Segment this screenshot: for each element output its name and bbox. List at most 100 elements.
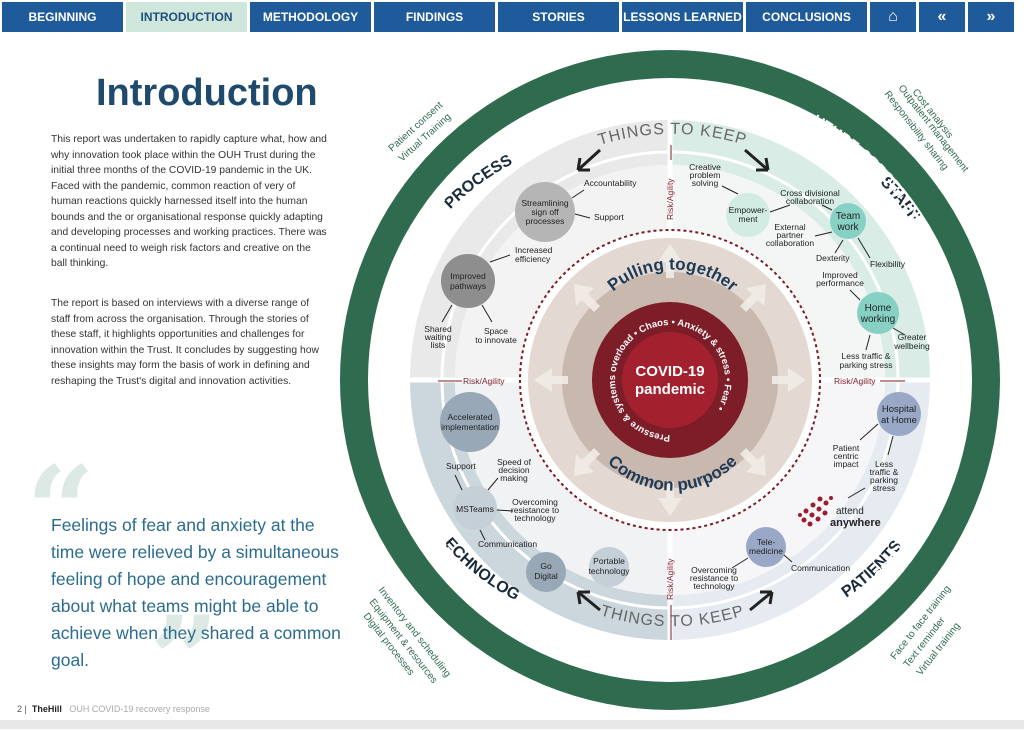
node-text: technology — [588, 566, 630, 576]
nav-introduction[interactable]: INTRODUCTION — [126, 2, 247, 32]
nav-beginning[interactable]: BEGINNING — [2, 2, 123, 32]
risk-arrows — [438, 145, 905, 640]
page-footer: 2 | TheHill OUH COVID-19 recovery respon… — [17, 704, 210, 714]
nav-stories[interactable]: STORIES — [498, 2, 619, 32]
node-text: at Home — [881, 415, 917, 426]
bottom-scrollbar[interactable] — [0, 720, 1024, 729]
label-overcoming: Overcoming — [512, 497, 558, 507]
double-chevron-left-icon[interactable]: « — [919, 2, 965, 32]
label-creative: solving — [692, 178, 719, 188]
risk-label-right: Risk/Agility — [834, 376, 876, 386]
node-text: Portable — [593, 556, 625, 566]
node-home-working — [857, 292, 899, 334]
nav-lessons-learned[interactable]: LESSONS LEARNED — [622, 2, 743, 32]
label-accountability: Accountability — [584, 178, 637, 188]
label-increased: efficiency — [515, 254, 551, 264]
node-text: processes — [526, 216, 565, 226]
label-attend: attend — [836, 506, 864, 517]
core-center — [622, 332, 718, 428]
arrow-icon — [744, 148, 770, 172]
node-empowerment — [726, 193, 770, 237]
technology-arrows — [454, 474, 514, 541]
center-title-line1: COVID-19 — [635, 363, 704, 380]
label-communication: Communication — [791, 563, 850, 573]
staff-arrows — [721, 185, 906, 351]
node-text: Home — [865, 303, 892, 314]
label-overcoming: technology — [514, 513, 556, 523]
node-streamlining — [515, 182, 575, 242]
arrow-icon — [576, 590, 601, 612]
node-text: Streamlining — [521, 198, 569, 208]
label-speed: Speed of — [497, 457, 532, 467]
label-less-traffic: Less — [875, 459, 893, 469]
open-quote-icon: “ — [26, 440, 96, 581]
label-flexibility: Flexibility — [870, 259, 906, 269]
label-patient-centric: impact — [833, 459, 859, 469]
node-hospital-at-home — [877, 392, 921, 436]
label-less-traffic: Less traffic & — [842, 351, 891, 361]
node-text: Digital — [534, 571, 558, 581]
page-number: 2 — [17, 704, 23, 714]
node-text: medicine — [749, 546, 783, 556]
label-less-traffic: parking — [870, 475, 898, 485]
node-text: sign off — [531, 207, 559, 217]
node-portable — [589, 547, 629, 587]
node-text: Improved — [450, 271, 486, 281]
label-support: Support — [446, 461, 476, 471]
label-performance: performance — [816, 278, 864, 288]
label-less-traffic: parking stress — [840, 360, 893, 370]
node-team-work — [830, 203, 866, 239]
node-improved-pathways — [441, 254, 495, 308]
intro-paragraph-2: The report is based on interviews with a… — [51, 298, 319, 387]
label-shared: Shared — [424, 324, 452, 334]
node-go-digital — [526, 552, 566, 592]
page-title: Introduction — [96, 72, 318, 114]
node-text: implementation — [441, 422, 499, 432]
label-overcoming: resistance to — [690, 573, 738, 583]
label-creative: Creative — [689, 162, 721, 172]
home-icon[interactable]: ⌂ — [870, 2, 916, 32]
arrow-icon — [749, 590, 774, 612]
label-greater: wellbeing — [893, 341, 930, 351]
radial-arrows — [534, 244, 806, 516]
label-less-traffic: stress — [873, 483, 896, 493]
double-chevron-right-icon[interactable]: » — [968, 2, 1014, 32]
label-overcoming: technology — [693, 581, 735, 591]
intro-paragraph-1: This report was undertaken to rapidly ca… — [51, 134, 327, 269]
label-communication: Communication — [478, 539, 537, 549]
label-space: to innovate — [475, 335, 517, 345]
top-navigation: BEGINNING INTRODUCTION METHODOLOGY FINDI… — [0, 0, 1024, 36]
label-speed: making — [500, 473, 528, 483]
footer-subtitle: OUH COVID-19 recovery response — [69, 704, 210, 714]
label-overcoming: resistance to — [511, 505, 559, 515]
label-increased: Increased — [515, 245, 553, 255]
close-quote-icon: ” — [150, 590, 220, 731]
label-overcoming: Overcoming — [691, 565, 737, 575]
footer-brand: TheHill — [31, 704, 62, 714]
node-msteams — [453, 486, 497, 530]
node-text: Team — [836, 211, 860, 222]
nav-methodology[interactable]: METHODOLOGY — [250, 2, 371, 32]
risk-label-left: Risk/Agility — [463, 376, 505, 386]
center-title-line2: pandemic — [635, 381, 705, 398]
process-arrows — [441, 189, 591, 323]
node-text: Empower- — [729, 205, 768, 215]
node-text: Tele- — [757, 537, 776, 547]
label-patient-centric: centric — [833, 451, 859, 461]
label-anywhere: anywhere — [830, 517, 881, 529]
arrow-icon — [576, 148, 602, 172]
patients-arrows — [731, 423, 894, 569]
risk-agility-markers: Risk/Agility Risk/Agility Risk/Agility R… — [463, 178, 876, 600]
node-text: pathways — [450, 281, 486, 291]
label-creative: problem — [690, 170, 721, 180]
risk-label-bottom: Risk/Agility — [665, 558, 675, 600]
node-accelerated — [440, 392, 500, 452]
label-shared: lists — [431, 340, 446, 350]
attend-anywhere-logo — [798, 496, 833, 527]
nav-conclusions[interactable]: CONCLUSIONS — [746, 2, 867, 32]
label-external: partner — [777, 230, 804, 240]
nav-findings[interactable]: FINDINGS — [374, 2, 495, 32]
label-cross: Cross divisional — [780, 188, 840, 198]
node-text: Go — [540, 561, 552, 571]
